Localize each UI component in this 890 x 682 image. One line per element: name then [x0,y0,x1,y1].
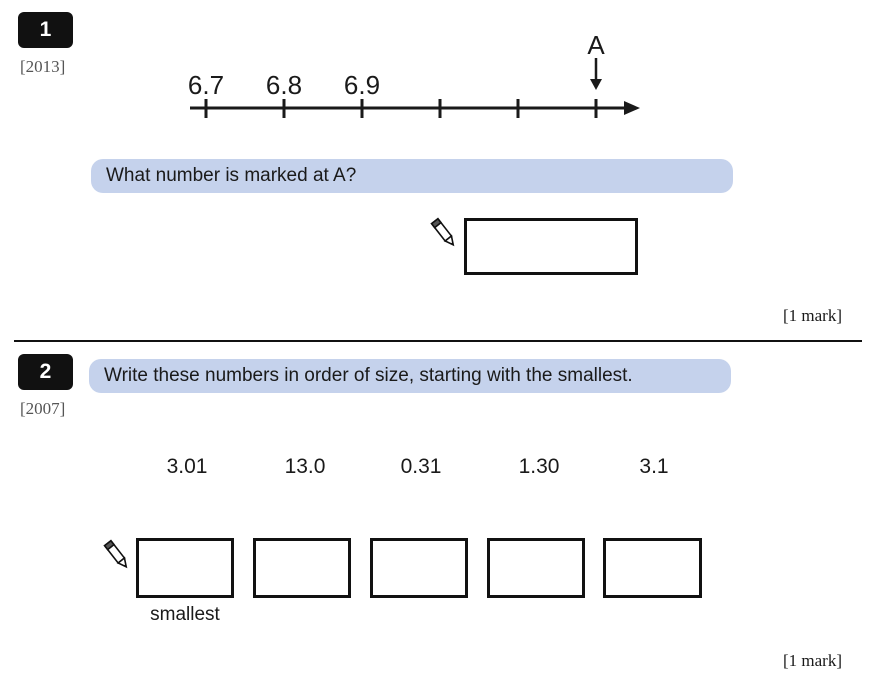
point-a-arrowhead [590,79,602,90]
tick-label: 6.8 [266,70,302,100]
number-line-arrowhead [624,101,640,115]
tick-label: 6.7 [188,70,224,100]
answer-box-3[interactable] [370,538,468,598]
point-a-label: A [587,30,605,60]
question-year: [2013] [20,57,66,76]
question-prompt: Write these numbers in order of size, st… [89,359,731,393]
question-divider [14,340,862,342]
pencil-icon [430,217,455,247]
answer-box-1[interactable] [136,538,234,598]
number-to-order: 3.01 [166,455,208,478]
question-prompt: What number is marked at A? [91,159,733,193]
question-number-badge: 1 [18,12,73,48]
marks-label: [1 mark] [783,306,843,325]
question-year: [2007] [20,399,66,418]
answer-box-4[interactable] [487,538,585,598]
pencil-icon [103,539,128,569]
tick-label: 6.9 [344,70,380,100]
number-line-ticks [204,99,598,118]
number-to-order: 1.30 [518,455,560,478]
answer-box[interactable] [464,218,638,275]
number-to-order: 3.1 [639,455,669,478]
question-number-badge: 2 [18,354,73,390]
number-to-order: 0.31 [400,455,442,478]
answer-box-2[interactable] [253,538,351,598]
smallest-label: smallest [150,604,220,625]
number-line: 6.7 6.8 6.9 A [188,30,640,118]
marks-label: [1 mark] [783,651,843,670]
number-to-order: 13.0 [284,455,326,478]
answer-box-5[interactable] [603,538,702,598]
question-number: 2 [39,360,52,383]
question-number: 1 [39,18,52,41]
